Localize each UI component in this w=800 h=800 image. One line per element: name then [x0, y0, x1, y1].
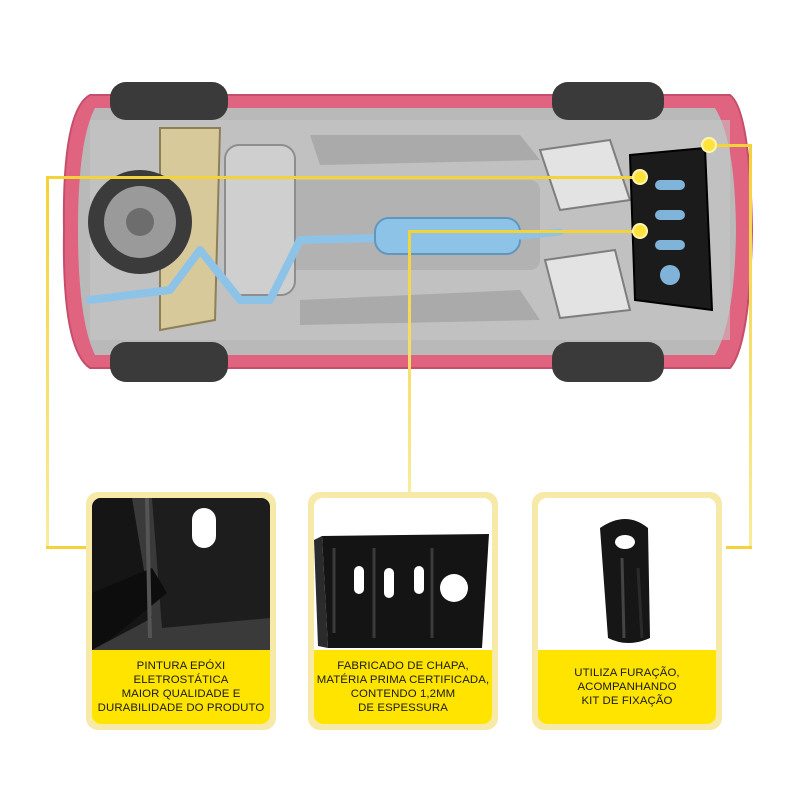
feature-card-material: FABRICADO DE CHAPA, MATÉRIA PRIMA CERTIF…	[308, 492, 498, 730]
fixing-bracket-hole	[538, 498, 716, 650]
feature-line: MATÉRIA PRIMA CERTIFICADA,	[316, 674, 490, 686]
fuel-tank	[224, 144, 296, 296]
feature-card-epoxy: PINTURA EPÓXI ELETROSTÁTICA MAIOR QUALID…	[86, 492, 276, 730]
skid-plate-product	[314, 498, 492, 650]
feature-line: MAIOR QUALIDADE E	[121, 688, 241, 700]
feature-line: ELETROSTÁTICA	[133, 674, 229, 686]
callout-dot-3	[703, 139, 715, 151]
callout-line-3-vertical	[749, 146, 752, 548]
callout-line-3-top	[709, 144, 752, 147]
feature-line: PINTURA EPÓXI	[136, 660, 226, 672]
feature-line: FABRICADO DE CHAPA,	[337, 660, 469, 672]
spare-wheel	[88, 170, 192, 274]
feature-text-fixing: UTILIZA FURAÇÃO, ACOMPANHANDO KIT DE FIX…	[538, 650, 716, 724]
feature-card-fixing: UTILIZA FURAÇÃO, ACOMPANHANDO KIT DE FIX…	[532, 492, 722, 730]
callout-dot-1	[634, 171, 646, 183]
feature-line: DE ESPESSURA	[358, 702, 448, 714]
car-underside-image	[62, 82, 754, 382]
callout-line-2-vertical	[408, 232, 411, 494]
feature-line: ACOMPANHANDO	[577, 681, 677, 693]
callout-line-1-top	[46, 176, 641, 179]
feature-text-material: FABRICADO DE CHAPA, MATÉRIA PRIMA CERTIF…	[314, 650, 492, 724]
callout-line-2-top	[408, 230, 641, 233]
feature-line: KIT DE FIXAÇÃO	[581, 695, 673, 707]
feature-line: UTILIZA FURAÇÃO,	[574, 667, 680, 679]
callout-line-1-bottom	[46, 546, 92, 549]
muffler	[374, 217, 521, 255]
callout-dot-2	[634, 225, 646, 237]
callout-line-3-bottom	[726, 546, 752, 549]
exhaust-pipe	[86, 234, 384, 304]
callout-line-1-vertical	[46, 178, 49, 548]
feature-line: CONTENDO 1,2MM	[350, 688, 456, 700]
skid-plate-installed	[628, 146, 714, 312]
mounting-bracket-closeup	[92, 498, 270, 650]
feature-line: DURABILIDADE DO PRODUTO	[97, 702, 265, 714]
tires	[110, 82, 664, 382]
feature-text-epoxy: PINTURA EPÓXI ELETROSTÁTICA MAIOR QUALID…	[92, 650, 270, 724]
